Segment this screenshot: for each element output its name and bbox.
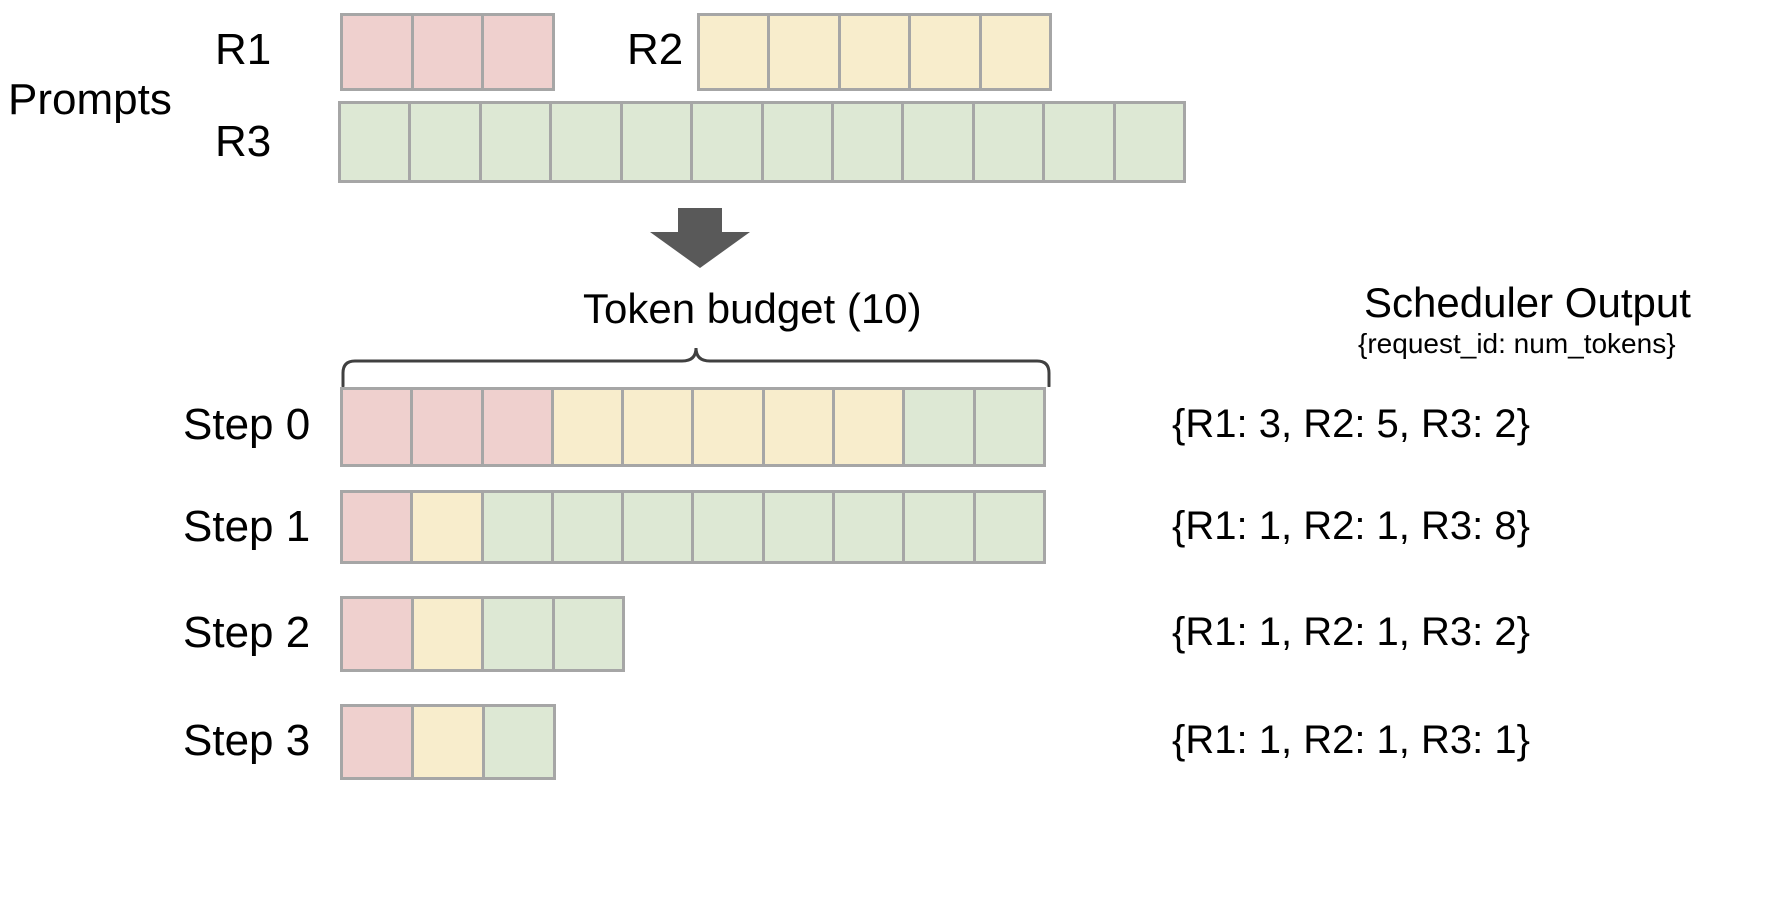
step-2-token-cell — [484, 599, 555, 669]
prompt-row-r1 — [340, 13, 555, 91]
scheduler-output-2: {R1: 1, R2: 1, R3: 2} — [1172, 610, 1530, 654]
scheduler-output-3: {R1: 1, R2: 1, R3: 1} — [1172, 718, 1530, 762]
down-arrow-icon — [640, 208, 760, 268]
prompt-r2-token-cell — [911, 16, 982, 88]
step-0-token-cell — [694, 390, 765, 464]
prompt-label-r3: R3 — [215, 117, 272, 166]
prompt-r3-token-cell — [763, 104, 834, 180]
step-row-1 — [340, 490, 1046, 564]
step-0-token-cell — [764, 390, 836, 464]
step-0-token-cell — [343, 390, 414, 464]
step-1-token-cell — [343, 493, 414, 561]
step-3-token-cell — [343, 707, 414, 777]
step-label-0: Step 0 — [183, 400, 311, 449]
token-budget-label: Token budget (10) — [583, 285, 922, 332]
prompt-r2-token-cell — [981, 16, 1050, 88]
step-0-token-cell — [624, 390, 695, 464]
scheduler-output-subtitle: {request_id: num_tokens} — [1358, 328, 1676, 359]
prompt-label-r1: R1 — [215, 25, 272, 74]
step-row-3 — [340, 704, 556, 780]
step-1-token-cell — [483, 493, 554, 561]
step-0-token-cell — [905, 390, 976, 464]
step-1-token-cell — [905, 493, 976, 561]
step-1-token-cell — [764, 493, 836, 561]
step-row-0 — [340, 387, 1046, 467]
prompt-r3-token-cell — [622, 104, 694, 180]
step-label-2: Step 2 — [183, 608, 311, 657]
step-2-token-cell — [413, 599, 484, 669]
step-3-token-cell — [485, 707, 553, 777]
prompt-r1-token-cell — [343, 16, 414, 88]
step-label-3: Step 3 — [183, 716, 311, 765]
prompt-r1-token-cell — [413, 16, 485, 88]
prompt-r1-token-cell — [484, 16, 553, 88]
step-1-token-cell — [413, 493, 484, 561]
prompt-r3-token-cell — [341, 104, 412, 180]
step-0-token-cell — [553, 390, 625, 464]
step-row-2 — [340, 596, 625, 672]
prompt-r2-token-cell — [700, 16, 771, 88]
scheduler-output-title: Scheduler Output — [1364, 279, 1691, 326]
prompt-r2-token-cell — [770, 16, 841, 88]
step-1-token-cell — [624, 493, 695, 561]
prompt-r2-token-cell — [840, 16, 912, 88]
step-0-token-cell — [483, 390, 554, 464]
step-0-token-cell — [413, 390, 484, 464]
step-3-token-cell — [414, 707, 485, 777]
step-1-token-cell — [553, 493, 625, 561]
step-0-token-cell — [835, 390, 906, 464]
prompt-r3-token-cell — [833, 104, 905, 180]
step-2-token-cell — [554, 599, 622, 669]
prompt-r3-token-cell — [693, 104, 764, 180]
prompt-row-r3 — [338, 101, 1186, 183]
step-1-token-cell — [975, 493, 1043, 561]
step-1-token-cell — [835, 493, 906, 561]
prompt-r3-token-cell — [974, 104, 1046, 180]
token-budget-brace-icon — [340, 345, 1052, 388]
step-0-token-cell — [975, 390, 1043, 464]
prompts-section-label: Prompts — [8, 75, 172, 124]
prompt-r3-token-cell — [1115, 104, 1184, 180]
prompt-r3-token-cell — [552, 104, 623, 180]
prompt-r3-token-cell — [1045, 104, 1116, 180]
prompt-r3-token-cell — [904, 104, 975, 180]
step-1-token-cell — [694, 493, 765, 561]
step-label-1: Step 1 — [183, 502, 311, 551]
scheduler-output-0: {R1: 3, R2: 5, R3: 2} — [1172, 402, 1530, 446]
prompt-r3-token-cell — [481, 104, 553, 180]
step-2-token-cell — [343, 599, 414, 669]
prompt-r3-token-cell — [411, 104, 482, 180]
scheduler-output-1: {R1: 1, R2: 1, R3: 8} — [1172, 504, 1530, 548]
prompt-row-r2 — [697, 13, 1052, 91]
prompt-label-r2: R2 — [627, 25, 684, 74]
